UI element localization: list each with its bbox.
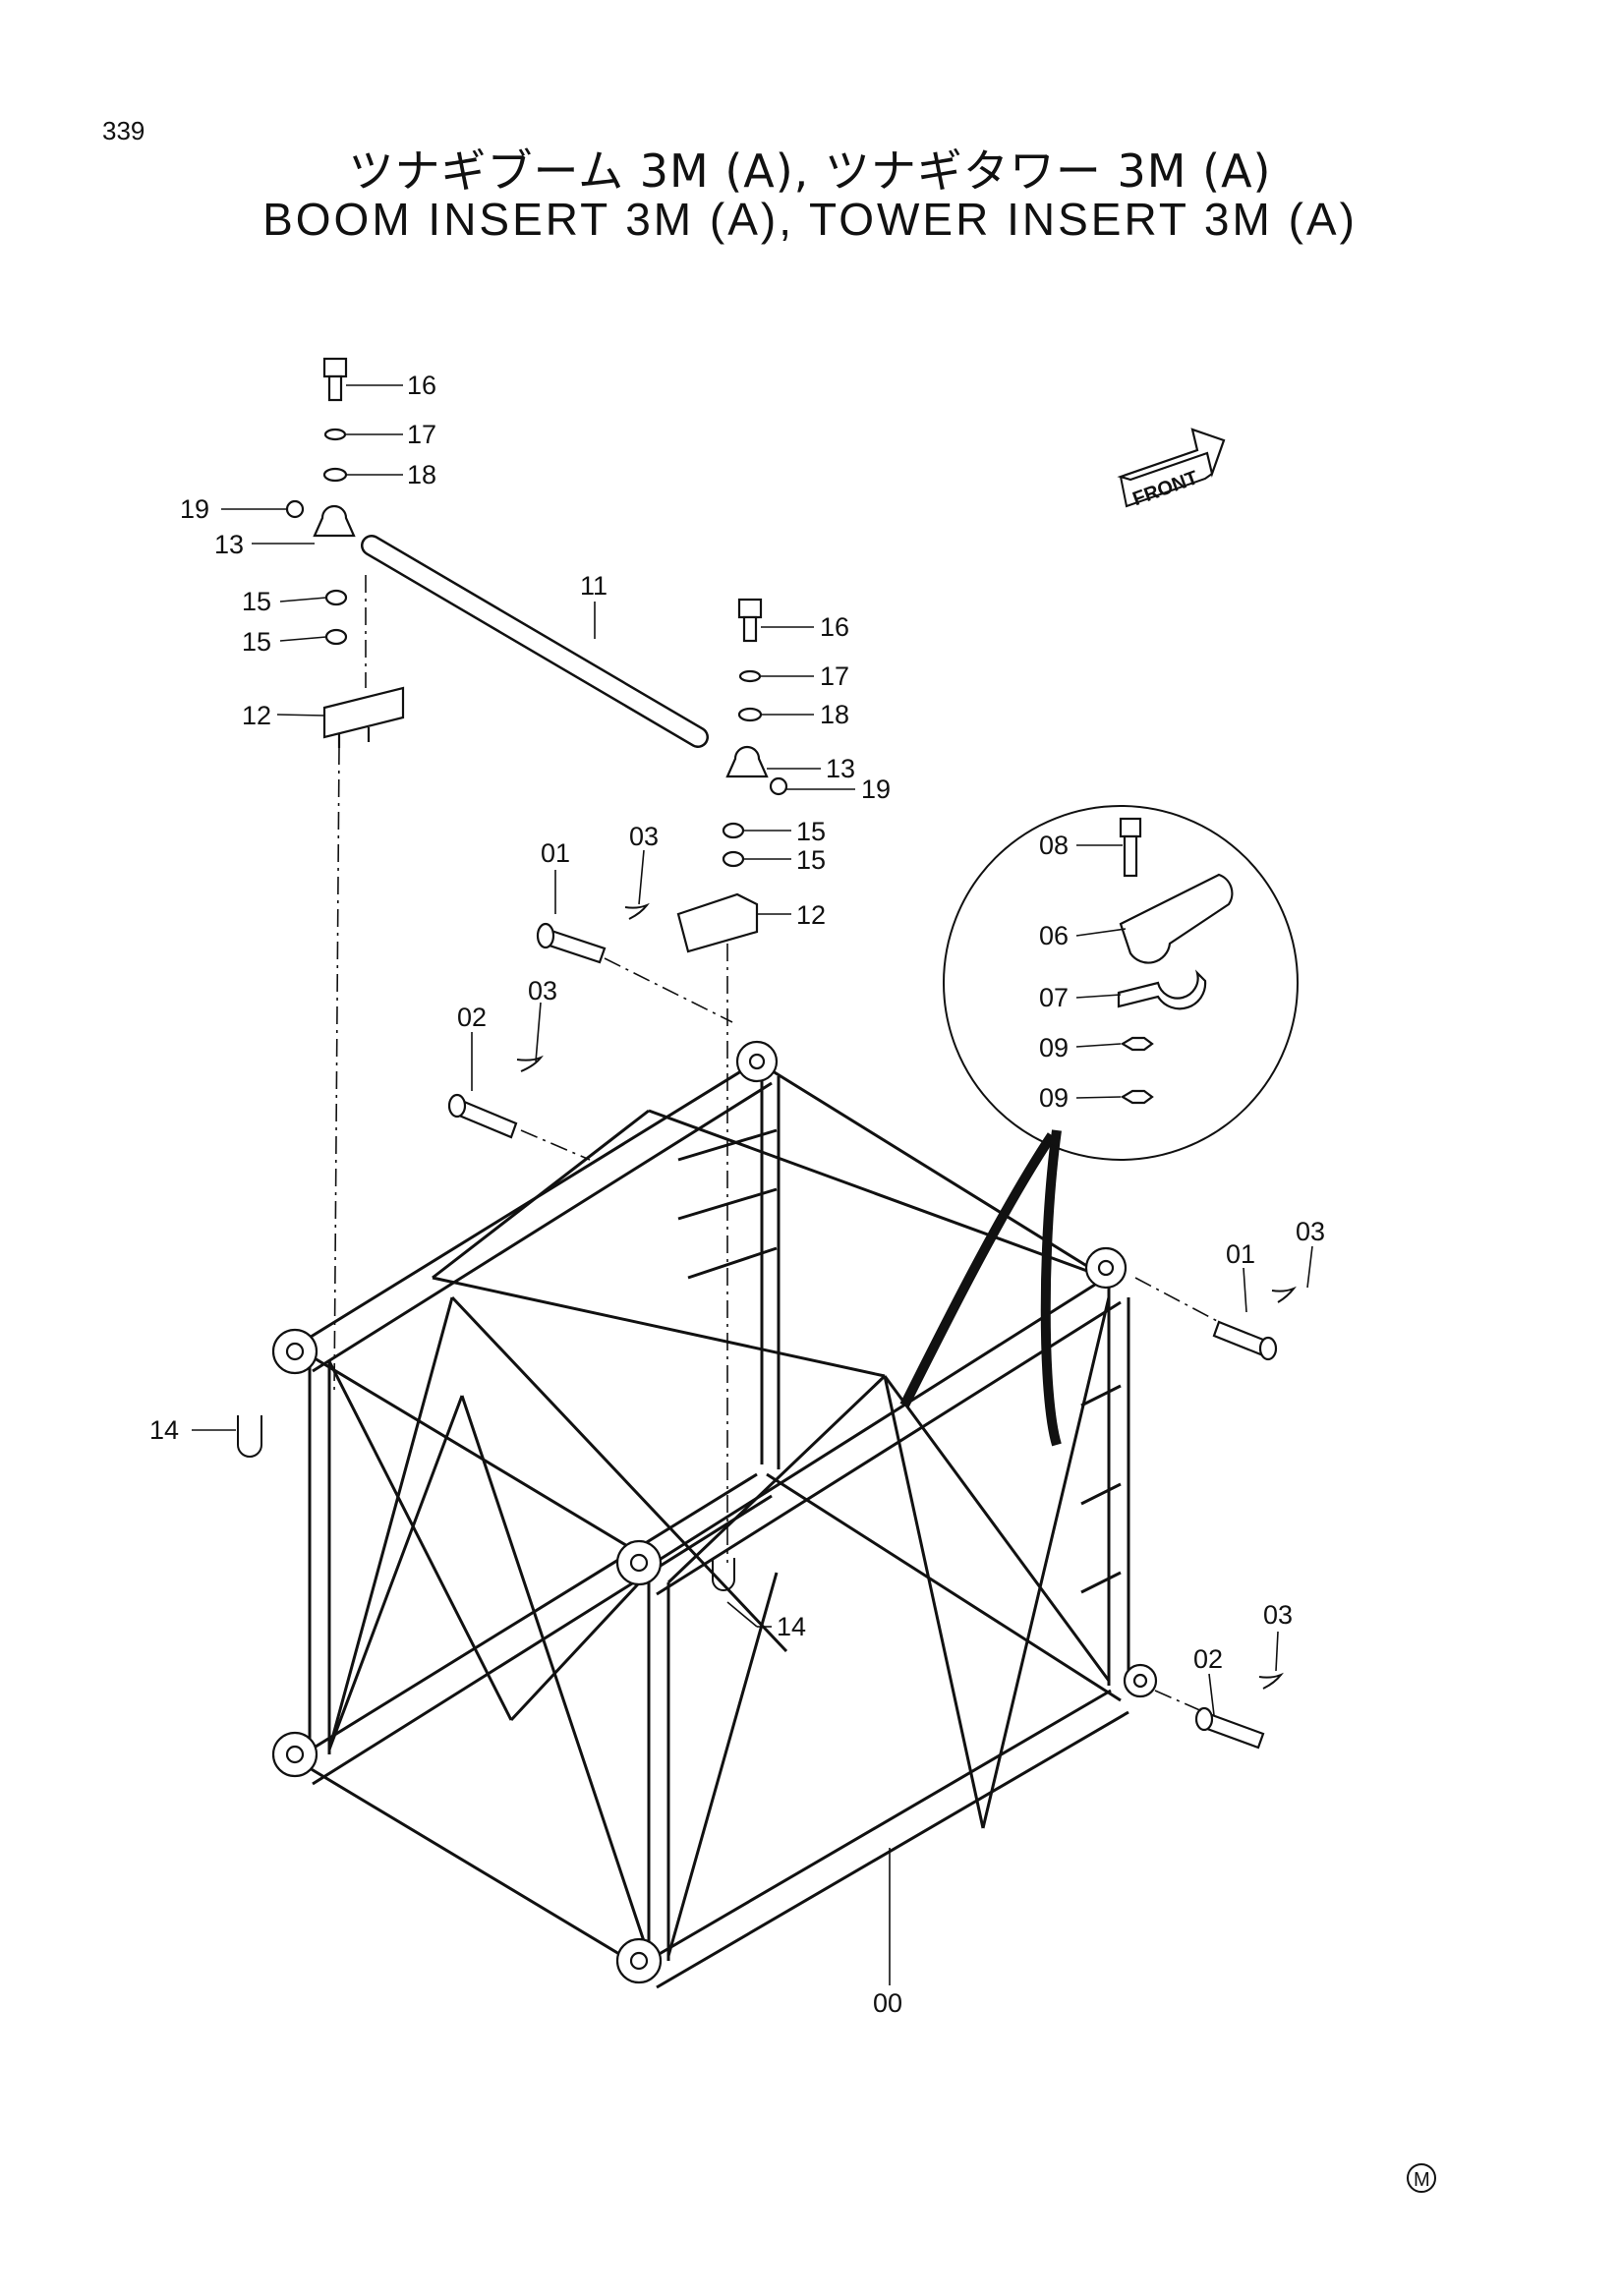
callout-08: 08 — [1039, 831, 1069, 860]
callout-17: 17 — [820, 661, 849, 691]
callout-13: 13 — [826, 754, 855, 783]
callout-12: 12 — [242, 701, 271, 730]
washer-18-right — [737, 707, 763, 722]
pin-01-lower — [1212, 1320, 1278, 1361]
pin-02-lower — [1194, 1706, 1265, 1750]
pin-03-lower-b — [1258, 1672, 1284, 1690]
bolt-16-right — [737, 598, 763, 643]
callout-19: 19 — [861, 775, 891, 804]
ubolt-14-left — [237, 1415, 262, 1458]
callout-14: 14 — [149, 1415, 179, 1445]
pin-03-upper-b — [516, 1055, 544, 1072]
callout-02: 02 — [457, 1003, 487, 1032]
callout-11: 11 — [580, 571, 608, 601]
callout-18: 18 — [407, 460, 436, 489]
callout-06: 06 — [1039, 921, 1069, 950]
pin-03-upper — [624, 902, 650, 920]
clamp-13-left — [313, 504, 356, 538]
callout-07: 07 — [1039, 983, 1069, 1012]
callout-17: 17 — [407, 420, 436, 449]
callout-18: 18 — [820, 700, 849, 729]
callout-02: 02 — [1193, 1644, 1223, 1674]
leader-lines — [192, 384, 1313, 1985]
bolt-08 — [1119, 817, 1142, 878]
washer-17-right — [738, 669, 762, 683]
clip-19-right — [769, 776, 788, 796]
clamp-06 — [1119, 873, 1234, 964]
nut-09-b — [1120, 1089, 1154, 1105]
title-japanese: ツナギブーム 3M (A), ツナギタワー 3M (A) — [348, 144, 1272, 198]
bracket-12-left — [322, 686, 405, 748]
callout-13: 13 — [214, 530, 244, 559]
mark-letter: M — [1414, 2169, 1430, 2191]
washer-18-left — [322, 467, 348, 483]
callout-15: 15 — [796, 817, 826, 846]
mark-circle-icon: M — [1407, 2163, 1436, 2193]
callout-03: 03 — [528, 976, 557, 1005]
pin-02-upper — [447, 1093, 518, 1139]
lattice-frame — [271, 1040, 1158, 1989]
page-number: 339 — [102, 116, 145, 145]
nut-15-right-a — [722, 822, 745, 839]
callout-00: 00 — [873, 1988, 902, 2018]
washer-17-left — [323, 428, 347, 441]
title-english: BOOM INSERT 3M (A), TOWER INSERT 3M (A) — [262, 194, 1358, 245]
callouts: 16 17 18 19 13 15 15 12 11 16 17 18 13 1… — [149, 371, 1325, 2018]
callout-01: 01 — [541, 838, 570, 868]
nut-15-left-a — [324, 589, 348, 606]
bracket-12-right — [676, 892, 759, 953]
callout-03: 03 — [1296, 1217, 1325, 1246]
callout-09: 09 — [1039, 1083, 1069, 1113]
callout-16: 16 — [407, 371, 436, 400]
nut-15-right-b — [722, 850, 745, 868]
bolt-16-left — [322, 357, 348, 402]
front-arrow-icon: FRONT — [1117, 428, 1226, 510]
pin-01-upper — [536, 922, 607, 964]
callout-03: 03 — [629, 822, 659, 851]
callout-15: 15 — [242, 587, 271, 616]
inset-detail — [943, 805, 1299, 1161]
callout-03: 03 — [1263, 1600, 1293, 1630]
clamp-13-right — [725, 745, 769, 778]
clamp-07 — [1117, 969, 1207, 1010]
callout-15: 15 — [796, 845, 826, 875]
pipe-11 — [361, 535, 709, 748]
callout-19: 19 — [180, 494, 209, 524]
nut-15-left-b — [324, 628, 348, 646]
clip-19-left — [285, 499, 305, 519]
ubolt-14-right — [712, 1558, 735, 1591]
callout-15: 15 — [242, 627, 271, 657]
nut-09-a — [1120, 1036, 1154, 1052]
callout-12: 12 — [796, 900, 826, 930]
callout-14: 14 — [777, 1612, 806, 1641]
callout-09: 09 — [1039, 1033, 1069, 1062]
callout-16: 16 — [820, 612, 849, 642]
pin-03-lower — [1271, 1286, 1297, 1303]
callout-01: 01 — [1226, 1239, 1255, 1269]
